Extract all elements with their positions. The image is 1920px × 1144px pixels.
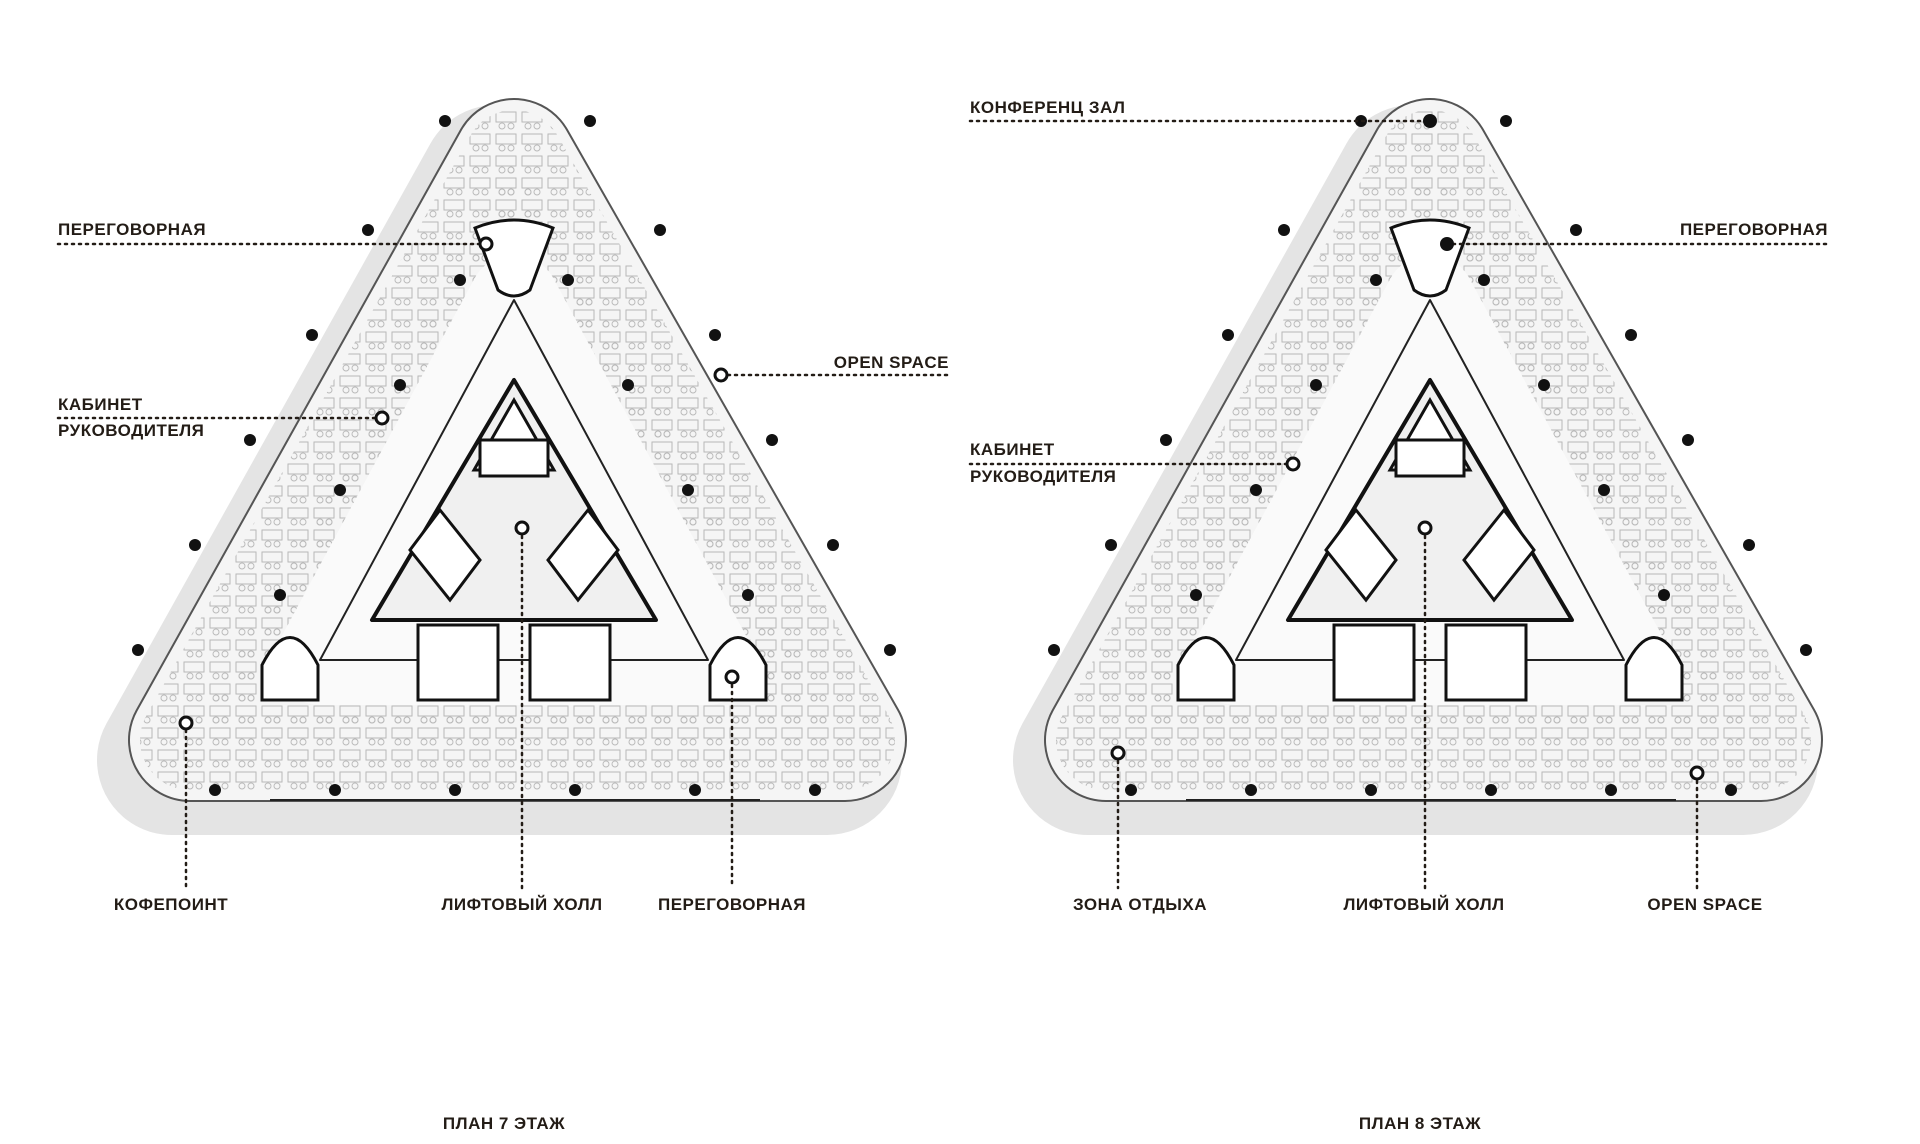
label-open-space-7: OPEN SPACE xyxy=(833,353,949,372)
label-meeting-room-8: ПЕРЕГОВОРНАЯ xyxy=(1679,220,1828,239)
leader-lines xyxy=(56,119,1830,890)
marker-rest-8 xyxy=(1110,745,1126,761)
floor-plan-8 xyxy=(1048,115,1812,800)
marker-open-space-8 xyxy=(1689,765,1705,781)
plan-8-title: ПЛАН 8 ЭТАЖ xyxy=(1358,1114,1482,1133)
marker-coffee-7 xyxy=(178,715,194,731)
marker-meeting-8 xyxy=(1440,237,1454,251)
label-office-line1-8: КАБИНЕТ xyxy=(970,440,1055,459)
marker-elevator-7 xyxy=(514,520,530,536)
marker-open-space-7 xyxy=(713,367,729,383)
marker-meeting-bottom-7 xyxy=(724,669,740,685)
label-elevator-hall-8: ЛИФТОВЫЙ ХОЛЛ xyxy=(1343,895,1505,914)
label-office-line1-7: КАБИНЕТ xyxy=(58,395,143,414)
floor-plan-7 xyxy=(132,115,896,800)
marker-office-7 xyxy=(374,410,390,426)
label-meeting-room-top-7: ПЕРЕГОВОРНАЯ xyxy=(58,220,207,239)
label-conference-hall-8: КОНФЕРЕНЦ ЗАЛ xyxy=(970,98,1126,117)
plan-7-title: ПЛАН 7 ЭТАЖ xyxy=(442,1114,566,1133)
label-office-line2-7: РУКОВОДИТЕЛЯ xyxy=(58,421,205,440)
label-open-space-8: OPEN SPACE xyxy=(1647,895,1763,914)
label-elevator-hall-7: ЛИФТОВЫЙ ХОЛЛ xyxy=(441,895,603,914)
label-coffee-point-7: КОФЕПОИНТ xyxy=(113,895,229,914)
marker-elevator-8 xyxy=(1417,520,1433,536)
marker-conference-8 xyxy=(1423,114,1437,128)
label-meeting-room-bottom-7: ПЕРЕГОВОРНАЯ xyxy=(657,895,807,914)
label-rest-zone-8: ЗОНА ОТДЫХА xyxy=(1073,895,1207,914)
marker-office-8 xyxy=(1285,456,1301,472)
label-office-line2-8: РУКОВОДИТЕЛЯ xyxy=(970,467,1117,486)
marker-meeting-top-7 xyxy=(478,236,494,252)
